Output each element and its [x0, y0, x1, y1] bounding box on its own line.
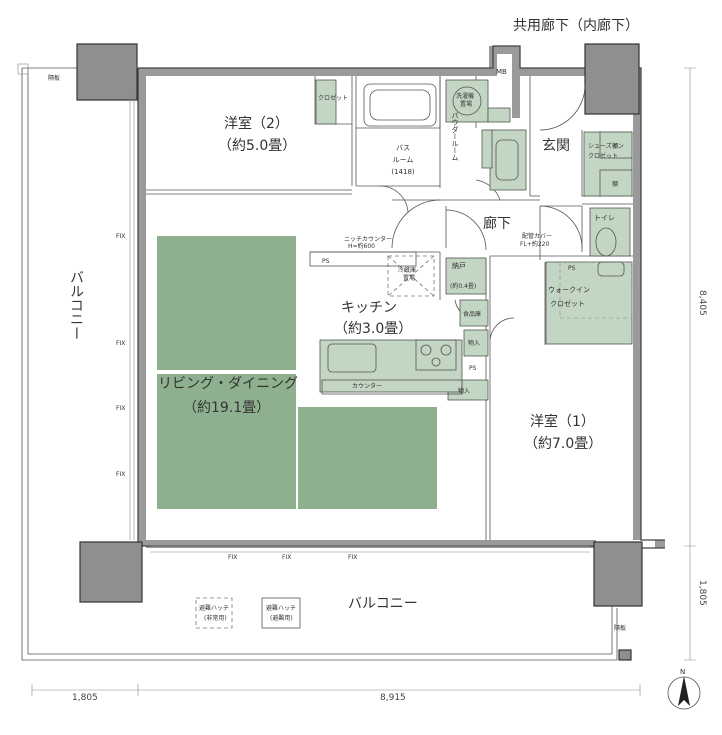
toilet: トイレ [594, 214, 615, 222]
windows [129, 90, 590, 553]
svg-text:避難ハッチ: 避難ハッチ [266, 604, 296, 612]
compass-label: N [680, 668, 685, 676]
pipe-height: FL+約220 [520, 240, 549, 248]
fridge-label2: 置場 [403, 274, 415, 282]
dim-right-upper: 8,405 [697, 290, 707, 316]
vanity [489, 129, 527, 191]
dim-bottom-main: 8,915 [380, 693, 406, 703]
washer-label: 洗濯機 [456, 92, 474, 100]
ps-label-2: PS [568, 265, 576, 272]
niche-height: H=約600 [348, 242, 375, 250]
fix-7: FIX [348, 554, 357, 561]
balcony-outline [17, 63, 632, 661]
closet-label: クロゼット [318, 94, 348, 102]
bathroom-line1: バス [396, 144, 410, 152]
floor-panel-2 [157, 374, 296, 509]
shoesin-line2: クロゼット [588, 152, 618, 160]
closet-western2 [315, 79, 337, 125]
kitchen-fixtures [309, 251, 463, 395]
kitchen-name: キッチン [341, 300, 397, 316]
bathroom-size: (1418) [391, 168, 415, 176]
hallway: 廊下 [483, 215, 511, 232]
storage1-label: 物入 [468, 339, 480, 347]
fix-2: FIX [116, 340, 125, 347]
pantry [459, 299, 489, 327]
pipe-cover: 配管カバー [522, 232, 552, 240]
labels: 共用廊下（内廊下） 洋室（2） （約5.0畳） バス ルーム (1418) パウ… [48, 17, 639, 632]
floor-panel-1 [157, 236, 296, 370]
walkin-line2: クロゼット [550, 299, 585, 308]
corridor-label: 共用廊下（内廊下） [513, 17, 639, 34]
fridge-space [387, 255, 435, 297]
fix-5: FIX [228, 554, 237, 561]
living-area: （約19.1畳） [183, 400, 270, 416]
toilet-bowl [595, 227, 617, 257]
bathroom-fixtures [363, 79, 527, 191]
shelf-label-2: 棚 [612, 180, 618, 188]
evacuation-hatches: 避難ハッチ (非常用) 避難ハッチ (避難用) [195, 597, 301, 629]
partition-label-1: 隔板 [48, 74, 60, 82]
compass: N [667, 668, 701, 710]
storage-area: (約0.4畳) [450, 282, 476, 290]
walkin-line1: ウォークイン [548, 286, 590, 294]
bathroom-line2: ルーム [393, 156, 414, 164]
dim-bottom-left: 1,805 [72, 693, 98, 703]
entrance: 玄関 [542, 137, 570, 154]
storage2-label: 物入 [458, 387, 470, 395]
mb-label: MB [496, 68, 507, 76]
svg-text:(非常用): (非常用) [204, 614, 227, 622]
kitchen-area: （約3.0畳） [334, 321, 412, 337]
washer-label2: 置場 [460, 100, 472, 108]
shelf-label-1: 棚 [612, 142, 618, 150]
storage-nando [445, 257, 487, 295]
kitchen-counter [319, 339, 463, 393]
bathtub [363, 83, 437, 127]
partition-label-2: 隔板 [614, 624, 626, 632]
fix-3: FIX [116, 405, 125, 412]
shoesin-line1: シューズイン [588, 142, 624, 150]
hatch-1 [195, 597, 233, 629]
western1-name: 洋室（1） [530, 413, 595, 430]
stove [415, 339, 457, 371]
dimension-lines: 1,805 8,915 8,405 1,805 [31, 67, 707, 703]
north-arrow-icon [678, 676, 690, 706]
balcony-left: バルコニー [68, 270, 84, 340]
counter-label: カウンター [352, 382, 382, 390]
column-bottom-left [79, 541, 143, 603]
western1-area: （約7.0畳） [524, 436, 602, 452]
living-name: リビング・ダイニング [158, 376, 298, 392]
column-top-left [76, 43, 138, 101]
pantry-label: 食品庫 [463, 310, 481, 318]
floor-panel-3 [298, 407, 437, 509]
western2-name: 洋室（2） [224, 115, 289, 132]
svg-text:(避難用): (避難用) [270, 614, 293, 622]
ps-label-1: PS [322, 258, 330, 265]
svg-text:避難ハッチ: 避難ハッチ [199, 604, 229, 612]
niche-counter: ニッチカウンター [344, 235, 392, 243]
living-floor [157, 236, 437, 509]
powder-room: パウダールーム [451, 112, 459, 161]
toilet-fixtures [589, 207, 631, 277]
fix-4: FIX [116, 471, 125, 478]
sink [327, 343, 377, 373]
fix-1: FIX [116, 233, 125, 240]
western2-area: （約5.0畳） [218, 138, 296, 154]
fridge-label: 冷蔵庫 [398, 266, 416, 274]
storage-mono1 [463, 329, 489, 357]
balcony-bottom: バルコニー [348, 596, 418, 612]
column-bottom-right [593, 541, 643, 607]
columns [76, 43, 643, 607]
ps-label-3: PS [469, 365, 477, 372]
storage-fixtures [315, 79, 633, 401]
storage-name: 納戸 [452, 261, 466, 270]
column-top-right [584, 43, 640, 115]
hatch-2 [261, 597, 301, 629]
dim-right-lower: 1,805 [697, 580, 707, 606]
fix-6: FIX [282, 554, 291, 561]
